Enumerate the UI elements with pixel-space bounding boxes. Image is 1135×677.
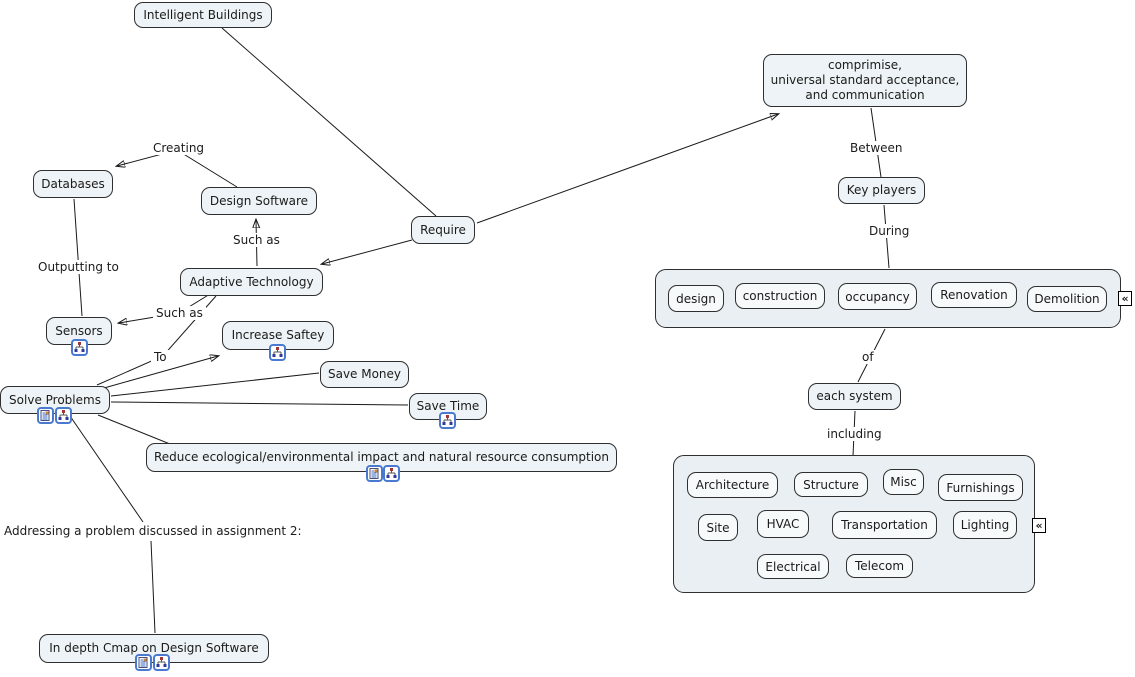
node-adaptive-technology[interactable]: Adaptive Technology — [180, 268, 323, 296]
document-resource-icon[interactable] — [366, 465, 383, 482]
node-each-system[interactable]: each system — [808, 383, 901, 410]
node-lighting[interactable]: Lighting — [953, 511, 1017, 539]
link-label-during[interactable]: During — [866, 224, 913, 238]
cmap-resource-icon[interactable] — [153, 654, 170, 671]
node-structure[interactable]: Structure — [794, 472, 868, 497]
node-hvac[interactable]: HVAC — [757, 510, 809, 538]
node-demolition[interactable]: Demolition — [1027, 286, 1107, 312]
link-label-addressing[interactable]: Addressing a problem discussed in assign… — [1, 524, 305, 538]
node-intelligent-buildings[interactable]: Intelligent Buildings — [134, 2, 272, 28]
node-solve-problems[interactable]: Solve Problems — [0, 386, 110, 414]
node-design[interactable]: design — [668, 285, 724, 312]
cmap-resource-icon[interactable] — [439, 412, 456, 429]
link-label-such-as-upper[interactable]: Such as — [230, 233, 283, 247]
node-compromise[interactable]: comprimise, universal standard acceptanc… — [763, 54, 967, 107]
node-save-money[interactable]: Save Money — [320, 361, 409, 388]
node-databases[interactable]: Databases — [33, 170, 113, 198]
document-resource-icon[interactable] — [135, 654, 152, 671]
node-transportation[interactable]: Transportation — [832, 511, 937, 539]
link-label-of[interactable]: of — [859, 350, 877, 364]
cmap-resource-icon[interactable] — [383, 465, 400, 482]
cmap-resource-icon[interactable] — [71, 339, 88, 356]
collapse-systems-icon[interactable]: « — [1032, 518, 1046, 533]
document-resource-icon[interactable] — [37, 407, 54, 424]
link-label-between[interactable]: Between — [847, 141, 906, 155]
node-increase-safety[interactable]: Increase Saftey — [222, 321, 334, 350]
node-electrical[interactable]: Electrical — [757, 554, 829, 579]
link-label-including[interactable]: including — [824, 427, 885, 441]
link-label-such-as-lower[interactable]: Such as — [153, 306, 206, 320]
collapse-lifecycle-icon[interactable]: « — [1118, 291, 1132, 306]
node-design-software[interactable]: Design Software — [201, 187, 317, 215]
node-renovation[interactable]: Renovation — [931, 282, 1017, 308]
node-occupancy[interactable]: occupancy — [838, 283, 917, 310]
node-construction[interactable]: construction — [735, 283, 825, 309]
link-label-creating[interactable]: Creating — [150, 141, 208, 155]
node-architecture[interactable]: Architecture — [687, 472, 778, 498]
node-in-depth-cmap[interactable]: In depth Cmap on Design Software — [39, 634, 269, 663]
node-furnishings[interactable]: Furnishings — [938, 474, 1023, 501]
cmap-resource-icon[interactable] — [55, 407, 72, 424]
node-require[interactable]: Require — [411, 216, 475, 244]
node-site[interactable]: Site — [698, 514, 738, 541]
node-misc[interactable]: Misc — [883, 469, 924, 495]
node-telecom[interactable]: Telecom — [846, 554, 913, 578]
link-label-to[interactable]: To — [151, 350, 170, 364]
link-label-outputting-to[interactable]: Outputting to — [35, 260, 122, 274]
node-key-players[interactable]: Key players — [838, 177, 925, 204]
cmap-resource-icon[interactable] — [269, 344, 286, 361]
